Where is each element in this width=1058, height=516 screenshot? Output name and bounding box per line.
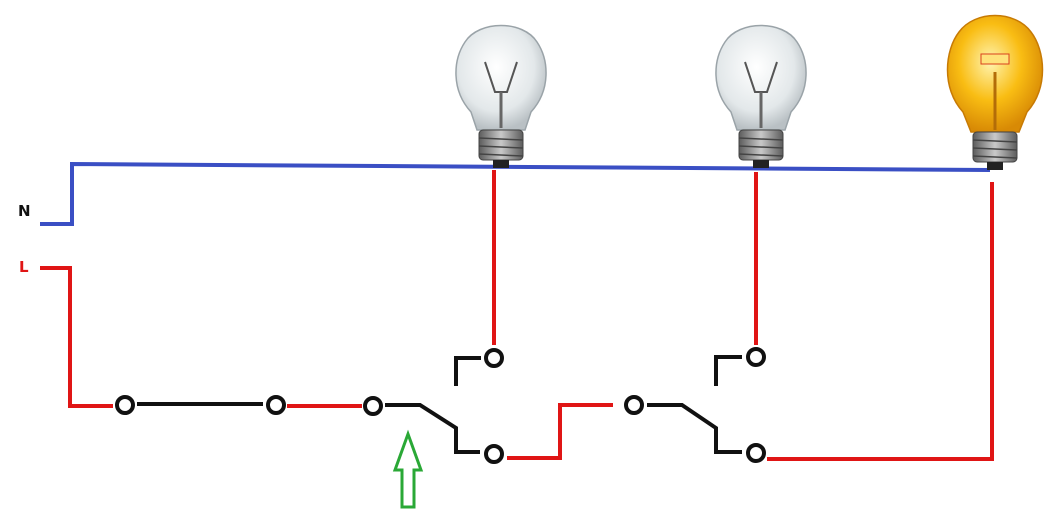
switch-2-upper-contact <box>454 356 481 386</box>
live-label: L <box>19 258 29 276</box>
switch-3-upper-terminal <box>746 347 766 367</box>
switch-1-terminal-out <box>266 395 286 415</box>
switch-2-common-terminal <box>363 396 383 416</box>
switch-2-lower-terminal <box>484 444 504 464</box>
switch-3-upper-contact <box>714 355 742 386</box>
bulb-1-icon <box>455 24 547 168</box>
switch-wires <box>137 355 742 454</box>
switch-3-lever[interactable] <box>647 403 742 454</box>
neutral-wire <box>40 161 991 226</box>
bulb-2-icon <box>715 24 807 168</box>
switch-1-terminal-in <box>115 395 135 415</box>
neutral-label: N <box>18 202 31 220</box>
bulb-3-icon <box>946 14 1044 170</box>
terminals <box>115 347 766 464</box>
switch-3-common-terminal <box>624 395 644 415</box>
up-arrow-icon <box>392 429 424 509</box>
switch-2-upper-terminal <box>484 348 504 368</box>
live-wire <box>40 170 994 461</box>
switch-3-lower-terminal <box>746 443 766 463</box>
switch-2-lever[interactable] <box>385 403 480 454</box>
